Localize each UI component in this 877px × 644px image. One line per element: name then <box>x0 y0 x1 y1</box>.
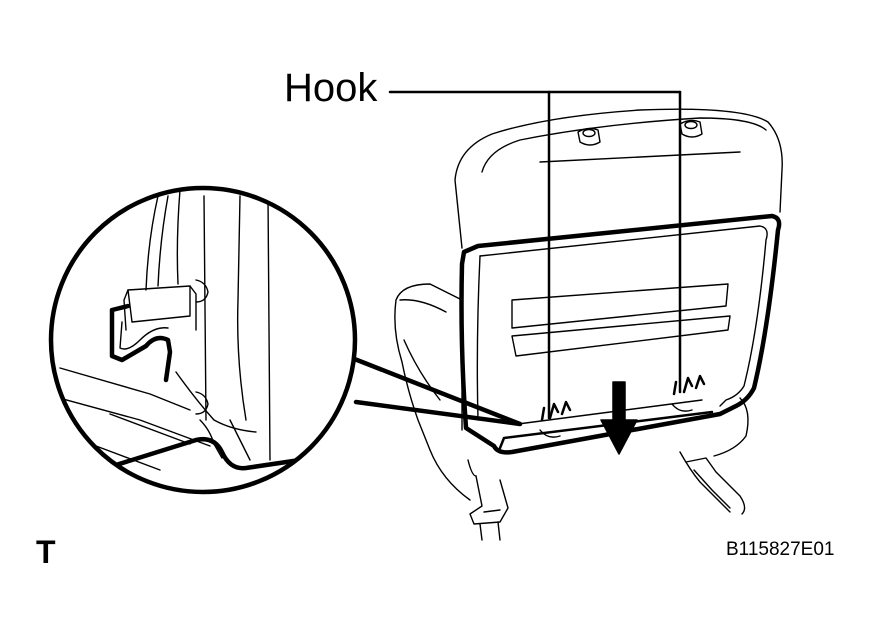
seatback-board <box>459 213 782 455</box>
seatback-upper-crease <box>539 151 741 163</box>
hook-right <box>671 374 706 412</box>
callout-pointer <box>349 355 523 427</box>
detail-view <box>48 185 358 495</box>
seat-lower-right <box>679 451 731 513</box>
seatback-pocket-lower <box>511 315 731 357</box>
seatback-board-bottom-lip <box>498 410 714 450</box>
hook-left <box>539 400 572 438</box>
seatback-upper-outline <box>454 108 783 249</box>
seatback-board-inner-edge <box>479 225 768 407</box>
seatbelt-buckle <box>467 459 509 541</box>
arrow-down-icon <box>600 381 638 455</box>
seatback-upper-inner-line <box>481 117 767 173</box>
seatback-board-outline <box>459 213 782 455</box>
headrest-stay-socket-left <box>577 127 601 146</box>
seat-rail-right-inner <box>693 469 731 509</box>
seat-cushion-right <box>713 397 749 457</box>
seatback-board-left-inner <box>476 255 481 421</box>
headrest-stay-socket-right <box>679 119 703 138</box>
hook-leader-lines <box>388 90 682 420</box>
figure-id: B115827E01 <box>726 539 835 560</box>
seat-cushion-left-inner <box>399 299 447 313</box>
seat-cushion-left-crease <box>403 339 441 401</box>
seat-assembly <box>394 108 783 541</box>
seat-rail-right <box>685 457 746 515</box>
corner-letter: T <box>36 534 56 570</box>
seat-cushion-left <box>394 283 471 501</box>
seatback-pocket-upper <box>511 283 729 329</box>
hook-label: Hook <box>284 66 378 110</box>
